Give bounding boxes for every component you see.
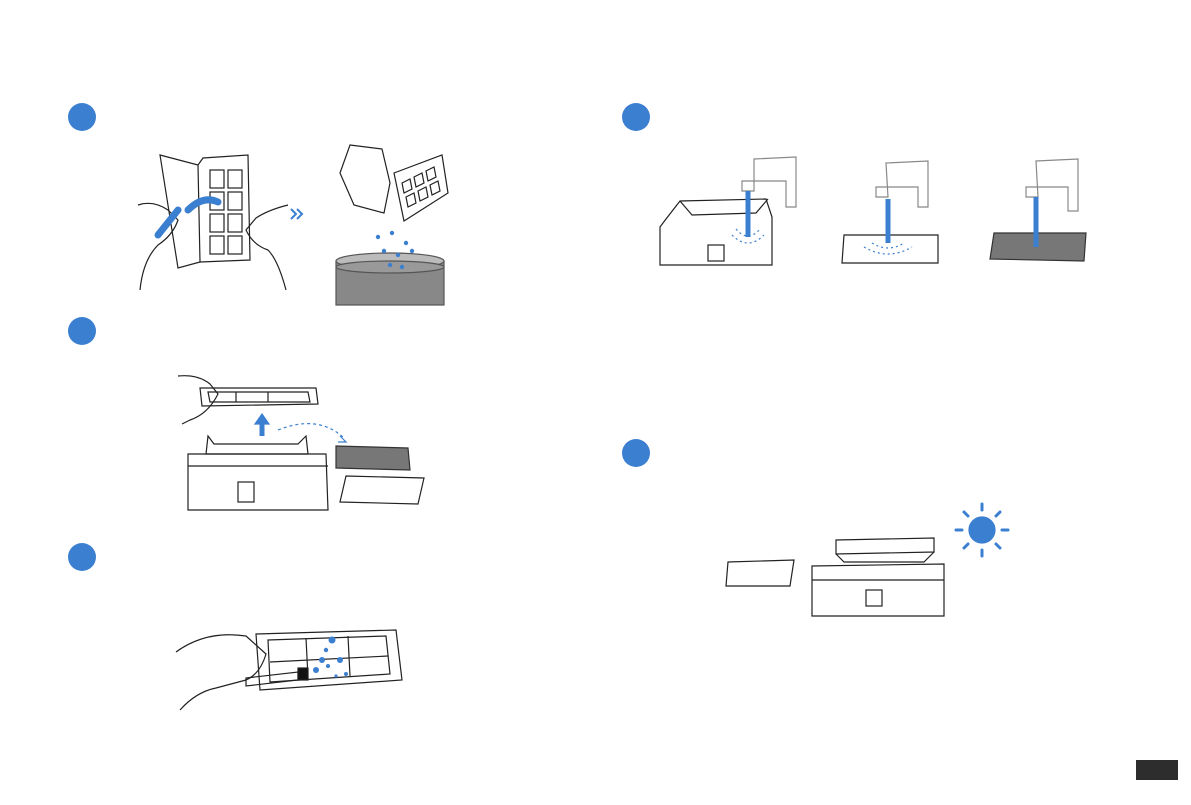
air-dry-illustration [724, 500, 1014, 616]
step-dot-2 [68, 317, 96, 345]
rinse-under-tap-illustration [656, 155, 1086, 267]
page-number-tab [1136, 760, 1178, 780]
next-arrow-icon [290, 208, 304, 220]
open-filter-illustration [138, 150, 288, 292]
brush-clean-filter-illustration [176, 626, 412, 710]
step-dot-1 [68, 103, 96, 131]
remove-filter-illustration [178, 374, 424, 514]
step-dot-3 [68, 543, 96, 571]
step-dot-5 [622, 439, 650, 467]
tap-dust-into-bin-illustration [332, 143, 448, 305]
step-dot-4 [622, 103, 650, 131]
